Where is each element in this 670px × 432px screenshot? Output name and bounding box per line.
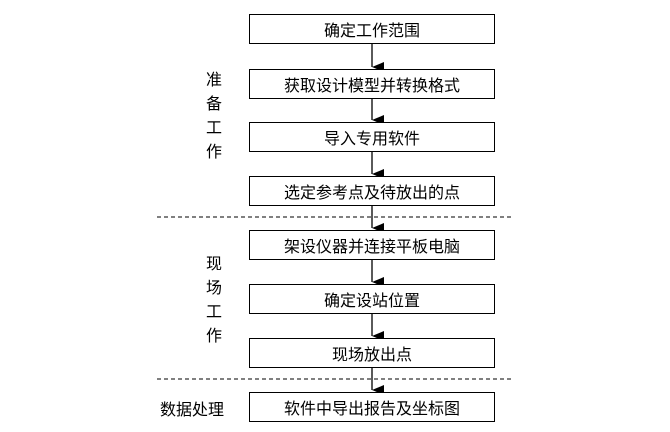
phase-prep-label: 准 备 工 作 xyxy=(206,68,222,164)
step-label: 确定设站位置 xyxy=(323,291,420,310)
phase-char: 作 xyxy=(206,142,223,161)
step-field-stakeout: 现场放出点 xyxy=(249,338,495,368)
phase-char: 现 xyxy=(206,254,223,273)
phase-char: 备 xyxy=(206,94,223,113)
step-station-position: 确定设站位置 xyxy=(249,284,495,314)
phase-char: 作 xyxy=(206,326,223,345)
step-import-software: 导入专用软件 xyxy=(249,122,495,152)
step-setup-instrument: 架设仪器并连接平板电脑 xyxy=(249,230,495,260)
step-label: 选定参考点及待放出的点 xyxy=(283,183,460,202)
step-label: 架设仪器并连接平板电脑 xyxy=(283,237,460,256)
step-export-report: 软件中导出报告及坐标图 xyxy=(249,392,495,422)
step-label: 现场放出点 xyxy=(331,345,412,364)
phase-char: 工 xyxy=(206,118,223,137)
step-label: 导入专用软件 xyxy=(323,129,420,148)
phase-data-label: 数据处理 xyxy=(160,400,225,419)
step-label: 获取设计模型并转换格式 xyxy=(283,76,460,95)
step-select-points: 选定参考点及待放出的点 xyxy=(249,176,495,206)
phase-char: 场 xyxy=(206,278,223,297)
phase-char: 工 xyxy=(206,302,223,321)
phase-char: 准 xyxy=(206,70,223,89)
step-get-model: 获取设计模型并转换格式 xyxy=(249,69,495,99)
step-label: 确定工作范围 xyxy=(323,21,420,40)
step-label: 软件中导出报告及坐标图 xyxy=(283,399,460,418)
step-define-scope: 确定工作范围 xyxy=(249,14,495,44)
phase-field-label: 现 场 工 作 xyxy=(206,252,222,348)
